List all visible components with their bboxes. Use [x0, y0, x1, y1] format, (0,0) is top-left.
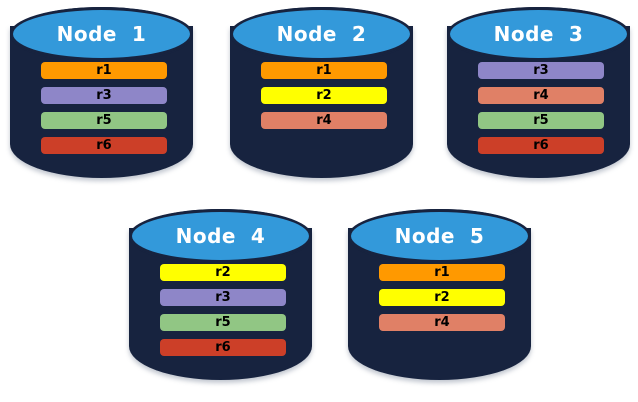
database-node-3[interactable]: Node 3 r3 r4 r5 r6 — [442, 4, 635, 189]
replica-bar[interactable]: r1 — [41, 62, 167, 79]
database-node-2[interactable]: Node 2 r1 r2 r4 — [225, 4, 418, 189]
cylinder-top-disc — [129, 209, 312, 263]
replica-bar[interactable]: r5 — [41, 112, 167, 129]
node-label: Node 2 — [276, 22, 367, 46]
node-label: Node 1 — [56, 22, 147, 46]
replica-bar[interactable]: r3 — [478, 62, 604, 79]
cylinder-top-disc — [447, 7, 630, 61]
database-node-5[interactable]: Node 5 r1 r2 r4 — [343, 206, 536, 391]
database-node-4[interactable]: Node 4 r2 r3 r5 r6 — [124, 206, 317, 391]
replica-bar[interactable]: r5 — [478, 112, 604, 129]
replica-bar[interactable]: r2 — [160, 264, 286, 281]
replica-bar[interactable]: r4 — [379, 314, 505, 331]
replica-bar[interactable]: r3 — [41, 87, 167, 104]
cylinder-top-disc — [230, 7, 413, 61]
cylinder-top-disc — [10, 7, 193, 61]
replica-list: r1 r2 r4 — [261, 62, 387, 129]
replica-bar[interactable]: r6 — [478, 137, 604, 154]
replica-bar[interactable]: r1 — [261, 62, 387, 79]
replica-list: r3 r4 r5 r6 — [478, 62, 604, 154]
replica-bar[interactable]: r3 — [160, 289, 286, 306]
replica-bar[interactable]: r1 — [379, 264, 505, 281]
replica-bar[interactable]: r2 — [379, 289, 505, 306]
replica-list: r1 r2 r4 — [379, 264, 505, 331]
replica-list: r2 r3 r5 r6 — [160, 264, 286, 356]
replica-bar[interactable]: r4 — [478, 87, 604, 104]
replica-bar[interactable]: r5 — [160, 314, 286, 331]
cylinder-top-disc — [348, 209, 531, 263]
replica-bar[interactable]: r6 — [160, 339, 286, 356]
node-label: Node 5 — [394, 224, 485, 248]
node-label: Node 4 — [175, 224, 266, 248]
database-node-1[interactable]: Node 1 r1 r3 r5 r6 — [5, 4, 198, 189]
node-label: Node 3 — [493, 22, 584, 46]
replica-bar[interactable]: r4 — [261, 112, 387, 129]
replica-bar[interactable]: r6 — [41, 137, 167, 154]
replica-bar[interactable]: r2 — [261, 87, 387, 104]
replica-list: r1 r3 r5 r6 — [41, 62, 167, 154]
